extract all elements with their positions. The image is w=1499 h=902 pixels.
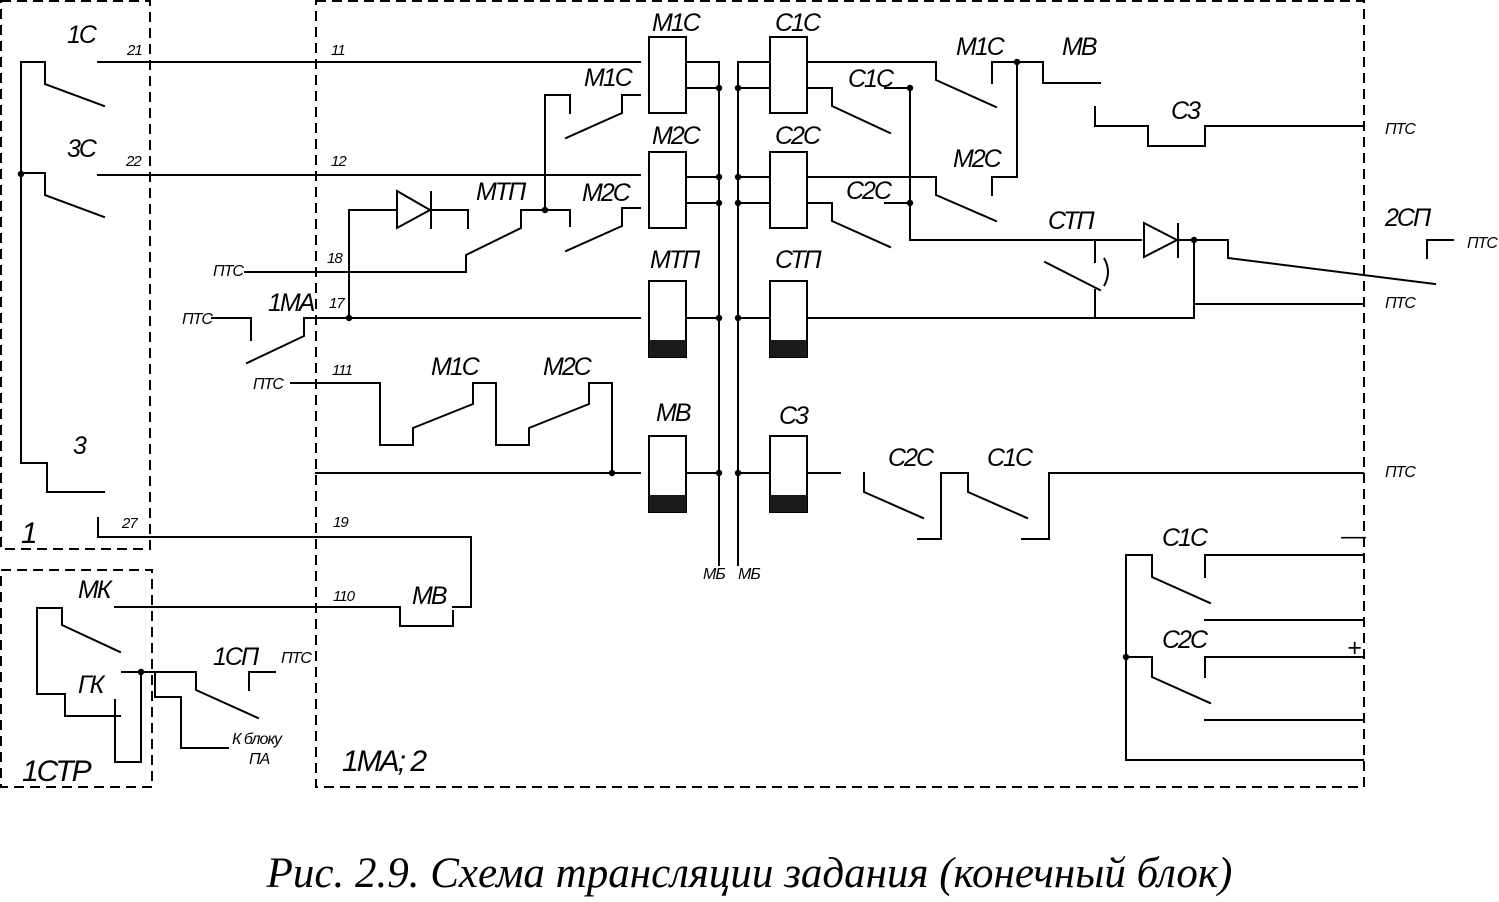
block-1ctp-circuit (36, 606, 454, 763)
contact-mtp: МТП (476, 178, 527, 206)
pts-18: ПТС (213, 263, 244, 280)
pts-2sp: ПТС (1467, 235, 1498, 252)
figure-caption: Рис. 2.9. Схема трансляции задания (коне… (266, 850, 1233, 897)
wire-18: 18 (327, 250, 343, 267)
wire-21: 21 (126, 42, 142, 59)
contact-mv-a: МВ (1062, 33, 1097, 61)
coil-mv-label: МВ (656, 399, 691, 427)
coil-mtp-label: МТП (650, 246, 701, 274)
label-1sp: 1СП (213, 643, 260, 671)
label-1c: 1С (67, 21, 98, 49)
contact-m1c-b: М1С (431, 353, 481, 381)
sign-minus: — (1340, 522, 1367, 550)
block-1-circuit (20, 61, 641, 608)
contact-mv-b: МВ (412, 582, 447, 610)
wire-110: 110 (333, 588, 356, 605)
label-3: 3 (73, 432, 87, 460)
wire-17: 17 (329, 295, 345, 312)
contact-c2c-b: С2С (888, 444, 935, 472)
contact-c3: С3 (1171, 97, 1201, 125)
wire-11: 11 (331, 42, 345, 59)
block-1ma-name: 1МА; 2 (342, 745, 427, 778)
contact-m1c-a: М1С (584, 64, 634, 92)
bus-mb-right: МБ (738, 566, 760, 583)
contact-ctp: СТП (1048, 207, 1095, 235)
contact-c2c-c: С2С (1162, 626, 1209, 654)
label-gk: ГК (78, 671, 106, 699)
coil-m2c-label: М2С (652, 122, 702, 150)
pts-right-3: ПТС (1385, 464, 1416, 481)
wire-27: 27 (121, 515, 138, 532)
coil-c2c-label: С2С (775, 122, 822, 150)
block-1ctp-name: 1СТР (22, 755, 92, 788)
pts-1sp: ПТС (281, 650, 312, 667)
bus-mb (685, 61, 771, 566)
coil-c3-label: С3 (779, 402, 809, 430)
sign-plus: + (1347, 634, 1361, 662)
label-to-block-pa: ПА (249, 751, 270, 768)
block-1ctp-outline (0, 569, 153, 788)
coil-c1c-label: С1С (775, 9, 822, 37)
label-mk: МК (78, 576, 113, 604)
contact-m2c-b: М2С (543, 353, 593, 381)
contact-c1c-c: С1С (1162, 524, 1209, 552)
block-1-outline (0, 0, 151, 550)
pts-right-2: ПТС (1385, 295, 1416, 312)
contact-m2c-c: М2С (953, 145, 1003, 173)
coil-ctp-label: СТП (775, 246, 822, 274)
contact-c2c-a: С2С (846, 177, 893, 205)
label-to-block: К блоку (232, 731, 283, 748)
wire-19: 19 (333, 514, 349, 531)
contact-m2c-a: М2С (582, 179, 632, 207)
block-1ma-outline (315, 0, 1365, 788)
left-contact-circuits (211, 94, 641, 474)
contact-c1c-a: С1С (848, 65, 895, 93)
right-contact-circuits (806, 61, 1454, 761)
pts-17: ПТС (182, 311, 213, 328)
coils-right-bus (769, 36, 808, 513)
coil-m1c-label: М1С (652, 9, 702, 37)
wire-22: 22 (125, 153, 142, 170)
coils-left-bus (648, 36, 687, 513)
label-3c: 3С (67, 135, 98, 163)
pts-111: ПТС (253, 376, 284, 393)
contact-2sp: 2СП (1384, 204, 1432, 232)
wire-111: 111 (332, 362, 352, 379)
contact-c1c-b: С1С (987, 444, 1034, 472)
contact-m1c-c: М1С (956, 33, 1006, 61)
pts-right-1: ПТС (1385, 121, 1416, 138)
block-1-name: 1 (21, 517, 36, 550)
bus-mb-left: МБ (703, 566, 725, 583)
wire-12: 12 (331, 153, 347, 170)
contact-1ma: 1МА (268, 289, 315, 317)
